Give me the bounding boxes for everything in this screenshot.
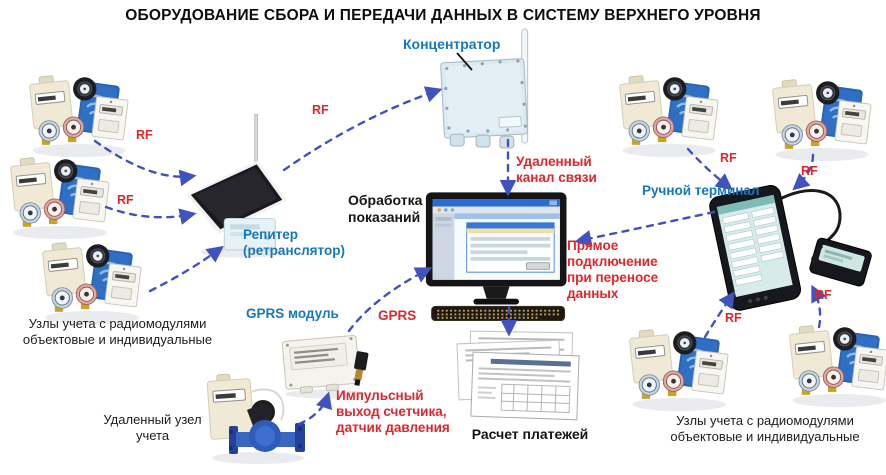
- concentrator-label: Концентратор: [403, 36, 501, 52]
- diagram-title: ОБОРУДОВАНИЕ СБОРА И ПЕРЕДАЧИ ДАННЫХ В С…: [125, 7, 761, 24]
- arrow-repeater-concentrator: [282, 86, 443, 172]
- payment-documents: [450, 330, 590, 425]
- meter-cluster-right-2: [768, 78, 880, 162]
- handheld-terminal-label: Ручной терминал: [642, 183, 760, 198]
- rf-label-3: RF: [312, 103, 329, 117]
- gprs-module-label: GPRS модуль: [246, 306, 339, 321]
- meter-cluster-right-1: [615, 74, 727, 158]
- meter-cluster-left-1: [25, 74, 137, 158]
- arrow-cluster2-repeater: [104, 205, 197, 225]
- handheld-terminal-device: [700, 182, 875, 322]
- meter-cluster-right-3: [625, 328, 737, 412]
- gprs-link-label: GPRS: [378, 308, 417, 323]
- processing-label: Обработка показаний: [348, 192, 423, 225]
- rf-label-5: RF: [801, 164, 818, 178]
- direct-connection-label: Прямое подключение при переносе данных: [567, 238, 659, 301]
- remote-channel-label: Удаленный канал связи: [516, 154, 597, 185]
- workstation-computer: [424, 192, 576, 321]
- rf-label-1: RF: [136, 128, 153, 142]
- billing-label: Расчет платежей: [471, 426, 589, 442]
- rf-label-6: RF: [725, 311, 742, 325]
- meter-cluster-left-2: [6, 156, 118, 240]
- meter-cluster-left-3: [38, 241, 150, 325]
- meter-cluster-right-4: [785, 324, 886, 408]
- metering-nodes-left-caption: Узлы учета с радиомодулями объектовые и …: [22, 316, 213, 348]
- remote-node-caption: Удаленный узел учета: [103, 412, 202, 444]
- rf-label-4: RF: [720, 151, 737, 165]
- rf-label-2: RF: [117, 193, 134, 207]
- pulse-output-label: Импульсный выход счетчика, датчик давлен…: [336, 388, 450, 435]
- repeater-label: Репитер (ретранслятор): [243, 227, 345, 258]
- rf-label-7: RF: [815, 288, 832, 302]
- metering-nodes-right-caption: Узлы учета с радиомодулями объектовые и …: [670, 413, 860, 445]
- arrow-terminal-computer: [574, 210, 716, 247]
